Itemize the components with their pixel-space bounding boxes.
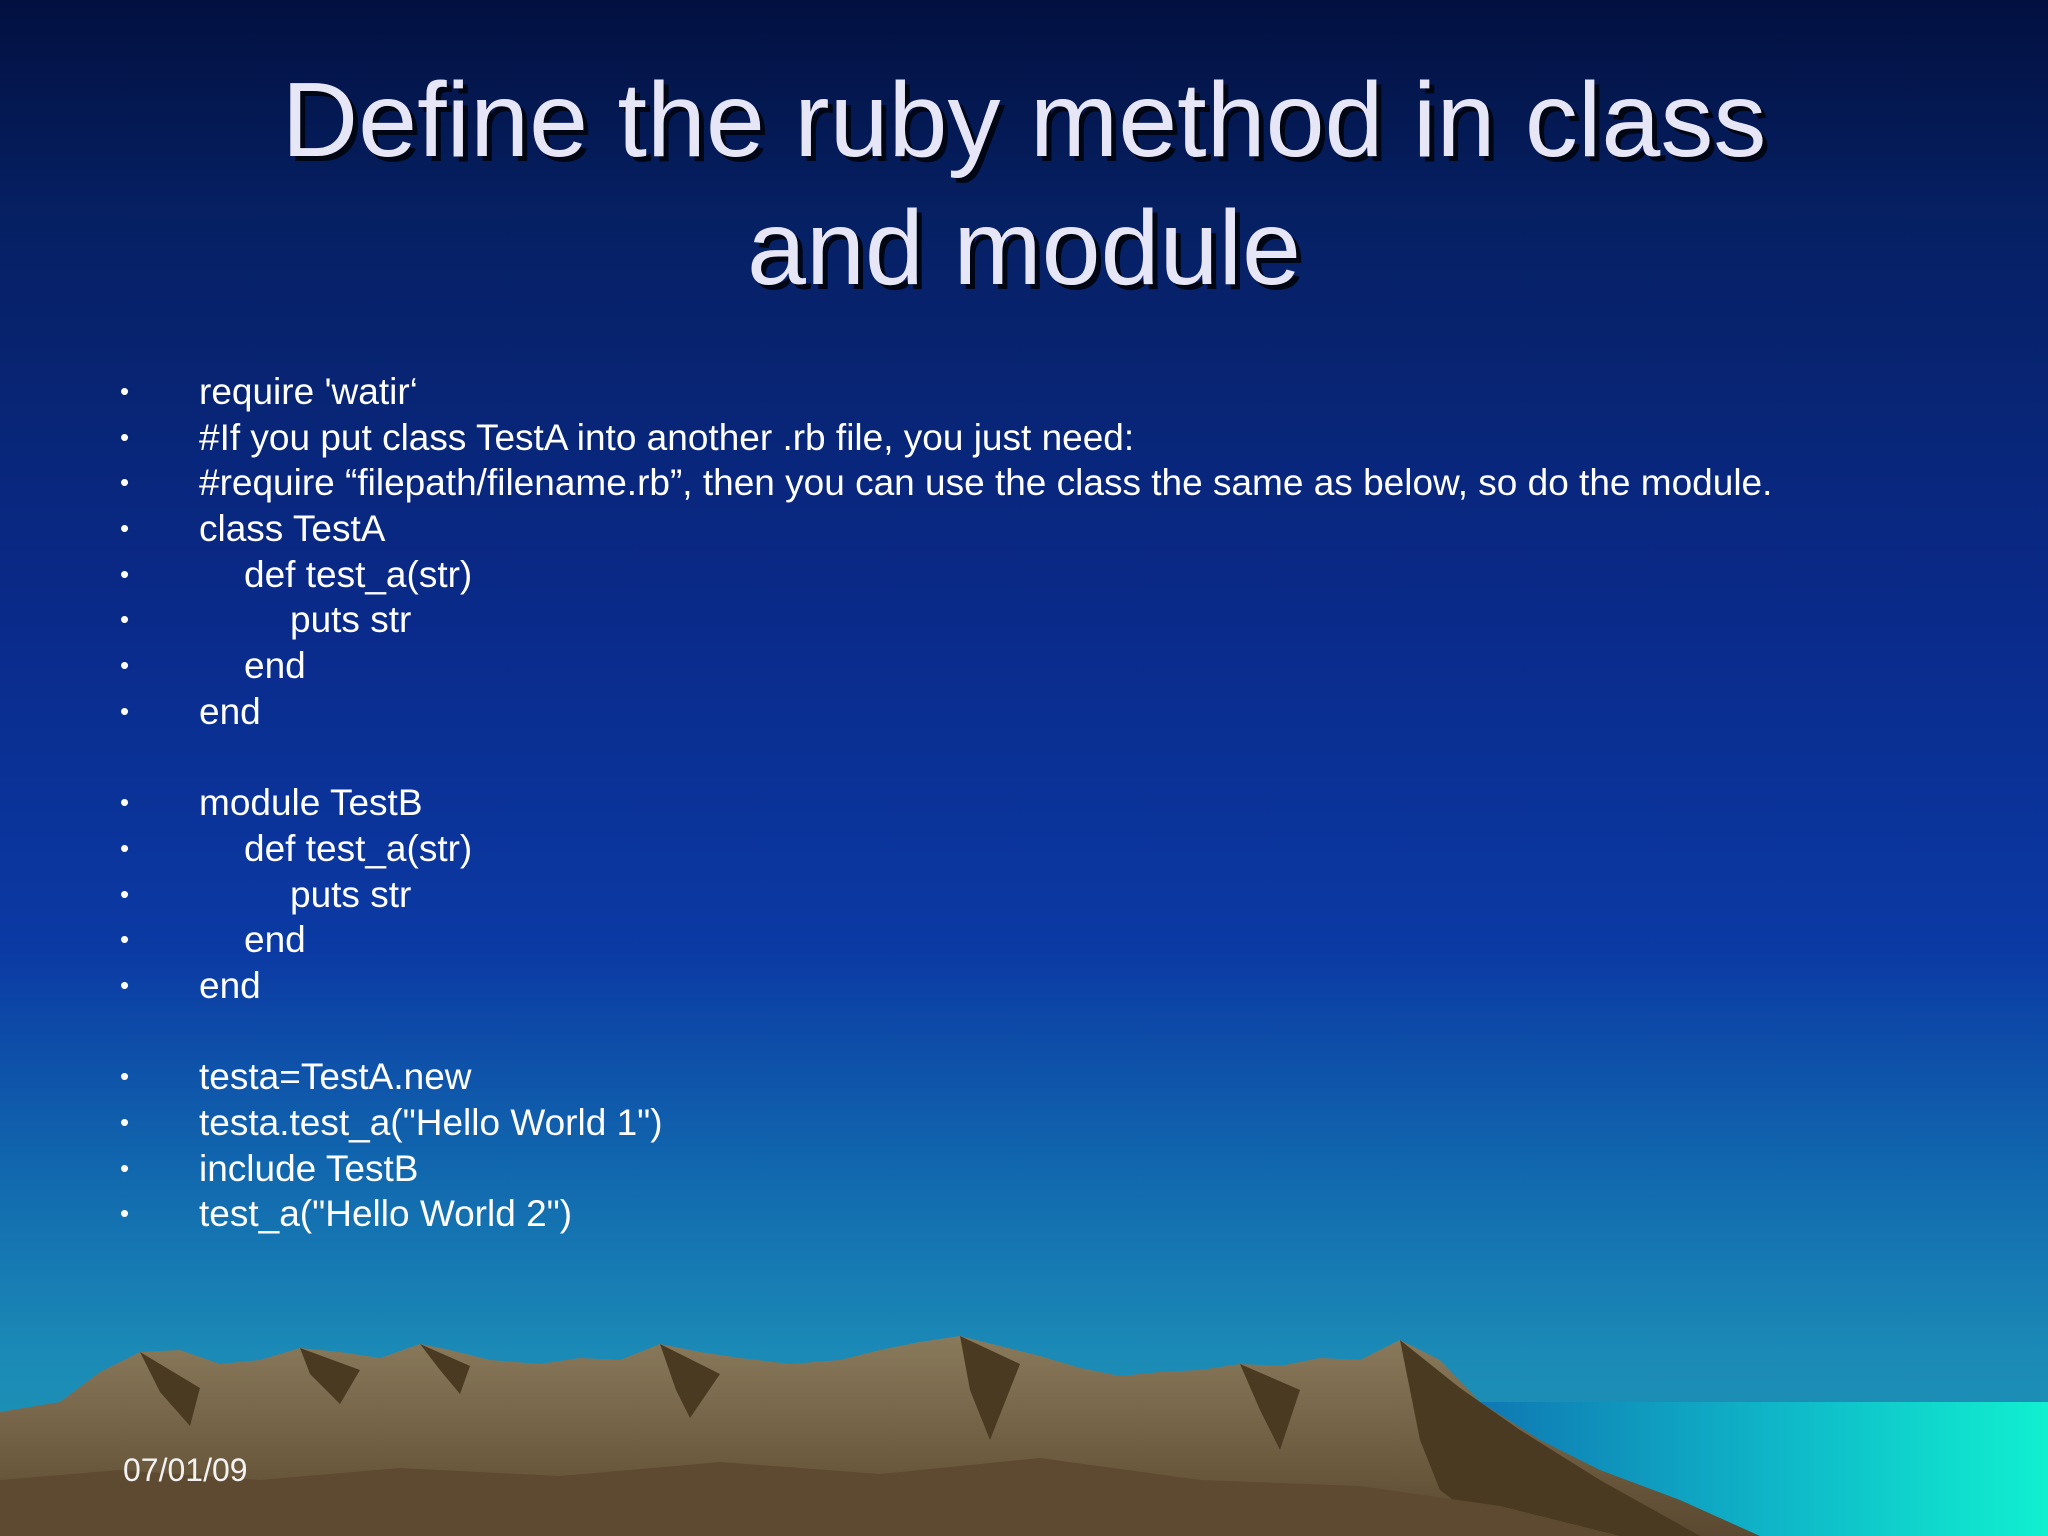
- list-item-text: require 'watir‘: [199, 371, 418, 412]
- bullet-icon: •: [120, 376, 130, 406]
- bullet-icon: •: [120, 787, 130, 818]
- code-bullet-list: • require 'watir‘ • #If you put class Test…: [0, 369, 2048, 1237]
- list-item-text: class TestA: [199, 508, 386, 550]
- list-item: • testa.test_a("Hello World 1"): [0, 1100, 2048, 1146]
- bullet-icon: •: [120, 558, 130, 589]
- bullet-icon: •: [120, 467, 130, 498]
- list-item-text: puts str: [290, 873, 412, 915]
- slide-date: 07/01/09: [123, 1452, 248, 1488]
- list-item: • require 'watir‘: [0, 369, 2048, 415]
- list-item-text: #If you put class TestA into another .rb…: [199, 416, 1135, 458]
- bullet-icon: •: [120, 878, 130, 909]
- list-spacer: [0, 735, 2048, 781]
- foreground-hills: [0, 1458, 1620, 1536]
- list-item: • testa=TestA.new: [0, 1054, 2048, 1100]
- bullet-icon: •: [120, 1061, 130, 1092]
- bullet-icon: •: [120, 604, 130, 635]
- list-item-text: #require “filepath/filename.rb”, then yo…: [199, 462, 1773, 504]
- list-item: • end: [0, 643, 2048, 689]
- list-item: • class TestA: [0, 506, 2048, 552]
- list-item: • end: [0, 963, 2048, 1009]
- list-item-text: testa.test_a("Hello World 1"): [199, 1102, 663, 1143]
- bullet-icon: •: [120, 695, 130, 726]
- list-item-text: puts str: [290, 599, 412, 641]
- slide-title-line-1: Define the ruby method in class: [281, 61, 1767, 179]
- bullet-icon: •: [120, 650, 130, 681]
- mountain-shadow: [140, 1336, 1700, 1536]
- list-item: • end: [0, 917, 2048, 963]
- list-item-text: include TestB: [199, 1147, 419, 1189]
- bullet-icon: •: [120, 924, 130, 955]
- bullet-icon: •: [120, 1198, 130, 1229]
- bullet-icon: •: [120, 1107, 130, 1137]
- list-item-text: def test_a(str): [244, 827, 473, 869]
- bullet-icon: •: [120, 832, 130, 863]
- list-item-text: def test_a(str): [244, 553, 473, 595]
- list-item-text: end: [244, 645, 306, 687]
- list-item: • test_a("Hello World 2"): [0, 1191, 2048, 1237]
- list-item: • puts str: [0, 597, 2048, 643]
- list-item-text: end: [199, 690, 261, 732]
- bullet-icon: •: [120, 1152, 130, 1183]
- list-item-text: end: [244, 919, 306, 961]
- list-item: • #If you put class TestA into another .r…: [0, 415, 2048, 461]
- list-item: • def test_a(str): [0, 552, 2048, 598]
- slide-title: Define the ruby method in class and modu…: [0, 56, 2048, 312]
- bullet-icon: •: [120, 421, 130, 452]
- list-spacer: [0, 1009, 2048, 1055]
- list-item-text: end: [199, 964, 261, 1006]
- bullet-icon: •: [120, 513, 130, 544]
- list-item: • #require “filepath/filename.rb”, then y…: [0, 460, 2048, 506]
- slide-title-line-2: and module: [747, 189, 1301, 307]
- list-item: • module TestB: [0, 780, 2048, 826]
- list-item: • puts str: [0, 872, 2048, 918]
- list-item-text: testa=TestA.new: [199, 1056, 472, 1098]
- list-item-text: test_a("Hello World 2"): [199, 1193, 573, 1235]
- bullet-icon: •: [120, 969, 130, 1000]
- list-item-text: module TestB: [199, 782, 423, 824]
- list-item: • def test_a(str): [0, 826, 2048, 872]
- mountain-landscape-illustration: [0, 1336, 2048, 1536]
- list-item: • include TestB: [0, 1146, 2048, 1192]
- list-item: • end: [0, 689, 2048, 735]
